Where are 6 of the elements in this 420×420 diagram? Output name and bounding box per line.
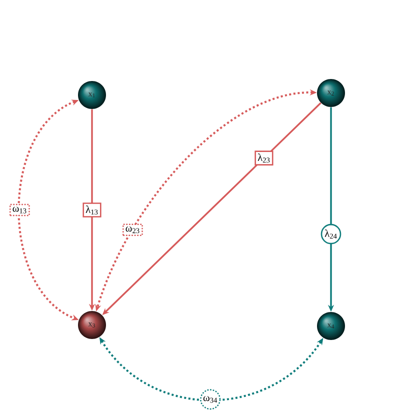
edge-label: ω$_{34}$ (200, 389, 221, 410)
edge-label: λ$_{23}$ (254, 150, 274, 166)
edge-label: λ$_{24}$ (320, 224, 342, 244)
edge-label: λ$_{13}$ (82, 202, 102, 218)
edge-label: ω$_{13}$ (10, 204, 30, 216)
edge-label: ω$_{23}$ (122, 224, 143, 236)
